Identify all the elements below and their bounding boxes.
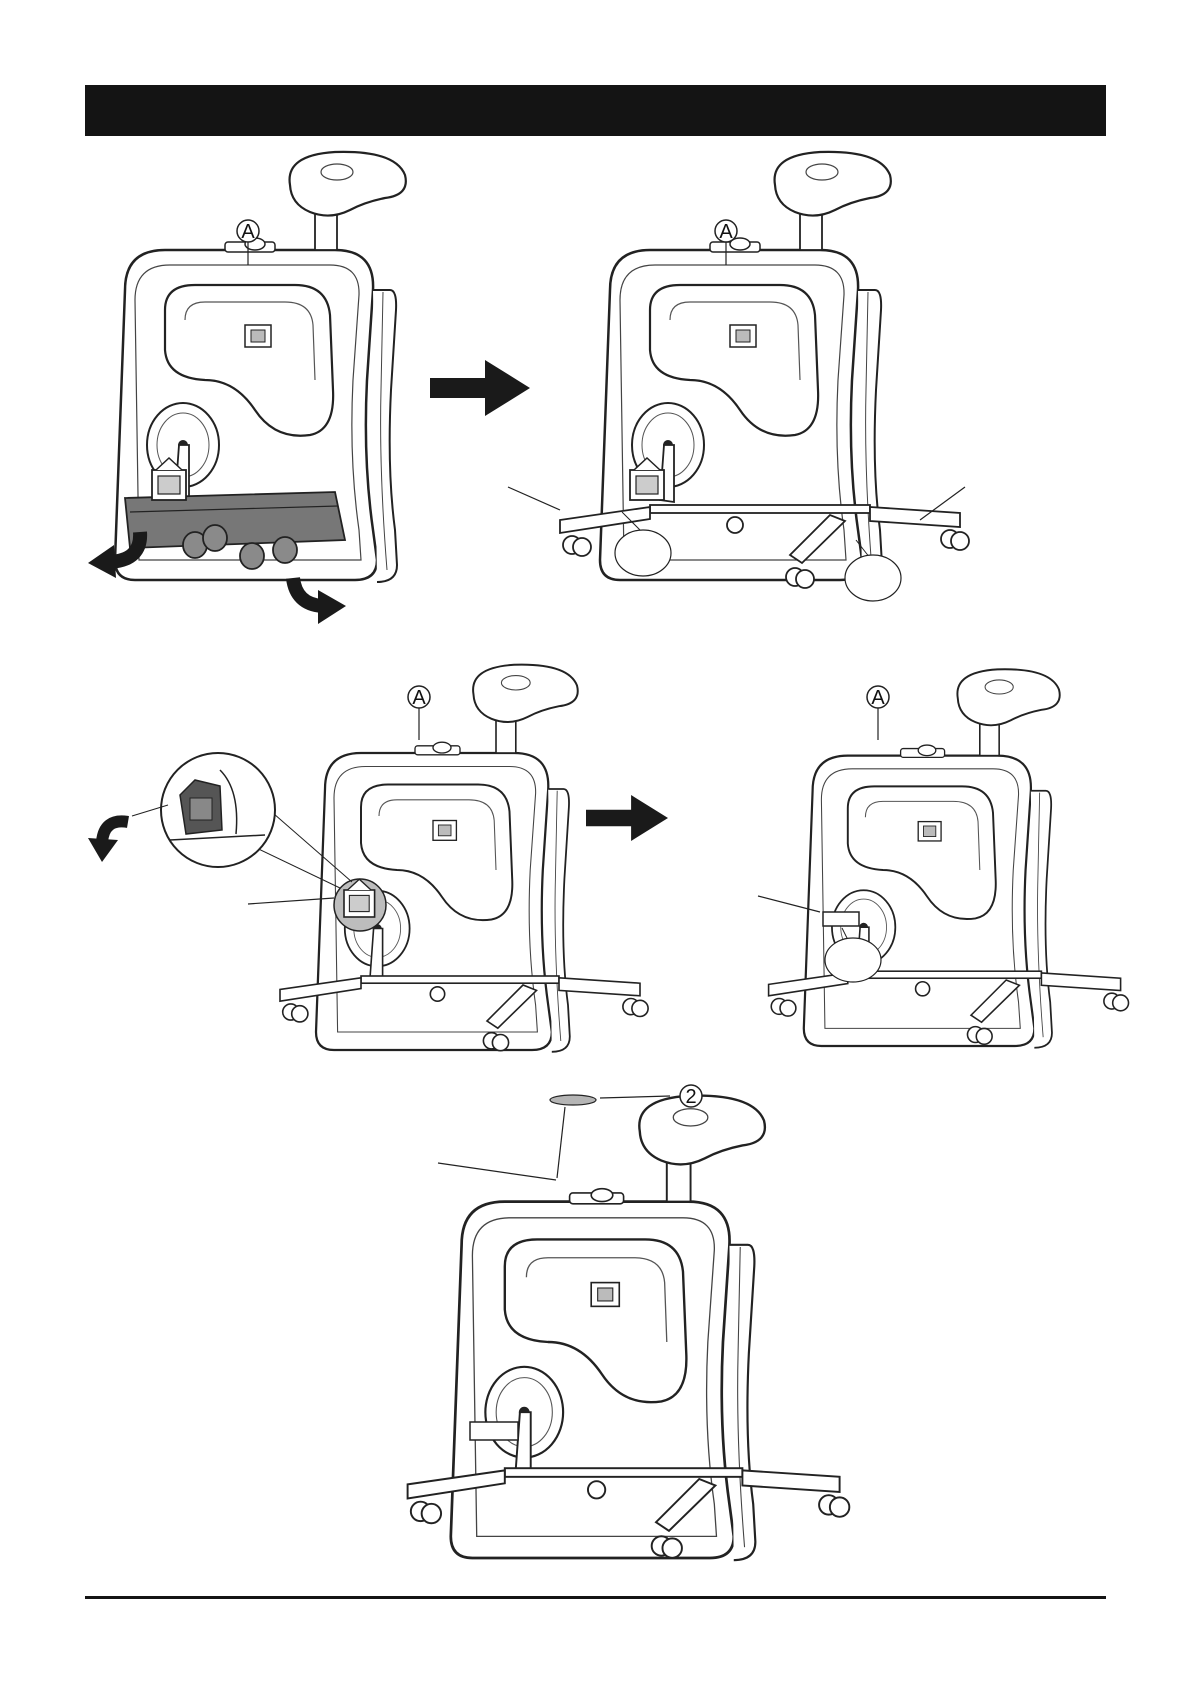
svg-text:A: A (241, 221, 255, 243)
svg-text:2: 2 (685, 1086, 696, 1108)
folded-bracket (823, 912, 859, 926)
step-fold-pedal-bracket: A (88, 665, 648, 1052)
curved-arrow-left-icon (88, 821, 128, 862)
footer-rule (85, 1596, 1106, 1599)
step-attach-part-2: 2 (408, 1085, 850, 1560)
svg-text:A: A (719, 221, 733, 243)
blank-oval-right (845, 555, 901, 601)
svg-text:A: A (412, 687, 426, 709)
blank-oval-left (615, 530, 671, 576)
callout-a-step4: A (867, 686, 889, 740)
arrow-right-icon (586, 795, 668, 841)
callout-a-step3: A (408, 686, 430, 740)
step-legs-installed: A (508, 152, 969, 601)
arrow-right-icon (430, 360, 530, 416)
svg-text:A: A (871, 687, 885, 709)
folded-bracket (470, 1422, 518, 1440)
part-2-disk (550, 1095, 596, 1105)
step-fold-out-legs: A (88, 152, 406, 624)
callout-2: 2 (680, 1085, 702, 1108)
blank-oval (825, 938, 881, 982)
curved-arrow-right-icon (293, 578, 346, 624)
step-bracket-folded: A (758, 669, 1129, 1048)
